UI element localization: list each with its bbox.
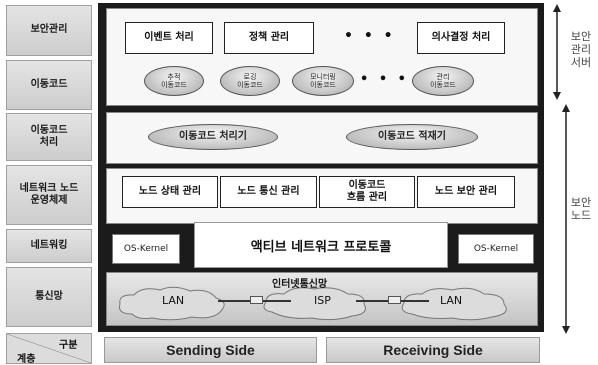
server-bracket-arrow-bottom bbox=[553, 92, 561, 100]
mobile-code-flow-management-box: 이동코드 흐름 관리 bbox=[319, 176, 415, 208]
footer-label-category: 구분 bbox=[59, 340, 78, 351]
mobile-code-handler: 이동코드 처리기 bbox=[148, 124, 278, 150]
more-functions-dots: • • • bbox=[344, 28, 396, 44]
range-brackets bbox=[553, 4, 570, 334]
network-clouds bbox=[119, 286, 507, 321]
link-lan-isp-right bbox=[263, 300, 291, 302]
monitoring-mobile-code: 모니터링 이동코드 bbox=[292, 66, 354, 96]
internet-network-title: 인터넷통신망 bbox=[272, 279, 328, 290]
layer-label-networking: 네트워킹 bbox=[6, 229, 92, 263]
lan-left-label: LAN bbox=[162, 294, 185, 307]
security-node-label: 보안 노드 bbox=[568, 196, 594, 223]
layer-label-network: 통신망 bbox=[6, 267, 92, 327]
decision-processing-box: 의사결정 처리 bbox=[417, 22, 505, 54]
layer-label-security-mgmt: 보안관리 bbox=[6, 5, 92, 56]
connector-left bbox=[250, 296, 263, 304]
link-isp-lan-right bbox=[401, 300, 429, 302]
lan-right-cloud bbox=[401, 287, 507, 321]
link-lan-isp-left bbox=[218, 300, 250, 302]
mobile-code-loader: 이동코드 적재기 bbox=[346, 124, 478, 150]
node-bracket-arrow-bottom bbox=[562, 326, 570, 334]
footer-corner-label: 구분 계층 bbox=[6, 333, 92, 365]
connector-right bbox=[388, 296, 401, 304]
server-bracket-arrow-top bbox=[553, 4, 561, 12]
link-isp-lan-left bbox=[356, 300, 388, 302]
os-kernel-left: OS-Kernel bbox=[112, 234, 180, 264]
layer-label-mobile-code: 이동코드 bbox=[6, 60, 92, 110]
policy-management-box: 정책 관리 bbox=[224, 22, 314, 54]
layer-label-mobile-code-processing: 이동코드 처리 bbox=[6, 113, 92, 161]
security-server-label: 보안 관리 서버 bbox=[568, 30, 594, 70]
more-mobile-code-dots: • • • • bbox=[360, 72, 428, 87]
isp-label: ISP bbox=[314, 294, 331, 307]
node-communication-management-box: 노드 통신 관리 bbox=[220, 176, 317, 208]
layer-label-node-os: 네트워크 노드 운영체제 bbox=[6, 165, 92, 225]
event-processing-box: 이벤트 처리 bbox=[125, 22, 213, 54]
tracking-mobile-code: 추적 이동코드 bbox=[144, 66, 204, 96]
node-security-management-box: 노드 보안 관리 bbox=[417, 176, 515, 208]
node-state-management-box: 노드 상태 관리 bbox=[122, 176, 218, 208]
footer-label-layer: 계층 bbox=[17, 354, 36, 365]
lan-left-cloud bbox=[119, 286, 225, 321]
receiving-side-label: Receiving Side bbox=[326, 337, 540, 363]
active-network-protocol: 액티브 네트워크 프로토콜 bbox=[194, 222, 448, 268]
isp-cloud bbox=[263, 287, 366, 321]
node-bracket-arrow-top bbox=[562, 104, 570, 112]
management-mobile-code: 관리 이동코드 bbox=[412, 66, 474, 96]
logging-mobile-code: 로깅 이동코드 bbox=[220, 66, 280, 96]
os-kernel-right: OS-Kernel bbox=[458, 234, 534, 264]
sending-side-label: Sending Side bbox=[104, 337, 317, 363]
lan-right-label: LAN bbox=[440, 294, 463, 307]
